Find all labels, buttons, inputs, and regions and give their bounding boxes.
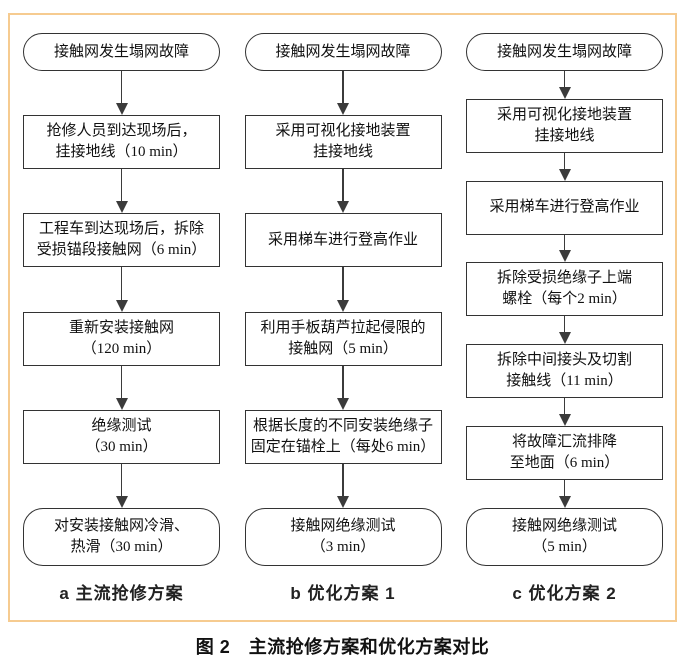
down-arrow-icon [466, 316, 663, 345]
node-text-line: 固定在锚栓上（每处6 min） [250, 438, 436, 455]
flow-step: 将故障汇流排降 至地面（6 min） [466, 426, 663, 481]
down-arrow-icon [23, 463, 220, 509]
down-arrow-icon [466, 480, 663, 508]
node-text-line: 接触网发生塌网故障 [275, 43, 411, 60]
flow-step: 抢修人员到达现场后， 挂接地线（10 min） [23, 115, 220, 170]
node-text-line: 热滑（30 min） [70, 539, 173, 556]
flow-step: 采用梯车进行登高作业 [244, 213, 442, 268]
node-text-line: 接触网发生塌网故障 [53, 43, 189, 60]
node-text-line: 拆除受损绝缘子上端 [496, 270, 632, 287]
node-text-line: （3 min） [310, 539, 376, 556]
column-a-label: a 主流抢修方案 [59, 584, 184, 603]
node-text-line: （120 min） [81, 340, 162, 357]
flow-step: 工程车到达现场后，拆除 受损锚段接触网（6 min） [23, 213, 220, 268]
down-arrow-icon [245, 169, 442, 214]
node-text-line: 接触网绝缘测试 [290, 518, 396, 535]
column-b-label: b 优化方案 1 [290, 584, 396, 603]
down-arrow-icon [23, 71, 220, 116]
down-arrow-icon [245, 267, 442, 312]
flowchart-column-b: 接触网发生塌网故障 采用可视化接地装置 挂接地线 采用梯车进行登高作业 利用手板… [244, 33, 442, 620]
node-text-line: 接触线（11 min） [506, 373, 623, 390]
node-text-line: 根据长度的不同安装绝缘子 [252, 417, 433, 434]
down-arrow-icon [245, 365, 442, 410]
node-text-line: 采用可视化接地装置 [275, 123, 411, 140]
down-arrow-icon [466, 152, 663, 181]
node-text-line: 接触网发生塌网故障 [496, 43, 632, 60]
flowchart-column-c: 接触网发生塌网故障 采用可视化接地装置 挂接地线 采用梯车进行登高作业 拆除受损… [466, 33, 663, 620]
down-arrow-icon [466, 398, 663, 427]
down-arrow-icon [466, 71, 663, 99]
down-arrow-icon [245, 71, 442, 116]
flow-step: 根据长度的不同安装绝缘子 固定在锚栓上（每处6 min） [244, 409, 442, 464]
flow-node-start: 接触网发生塌网故障 [466, 33, 663, 71]
node-text-line: 重新安装接触网 [68, 319, 174, 336]
flow-step: 利用手板葫芦拉起侵限的 接触网（5 min） [244, 311, 442, 366]
node-text-line: 受损锚段接触网（6 min） [36, 242, 207, 259]
node-text-line: （5 min） [532, 538, 597, 555]
node-text-line: 工程车到达现场后，拆除 [38, 221, 204, 238]
node-text-line: 挂接地线 [534, 127, 595, 144]
flowchart-b: 接触网发生塌网故障 采用可视化接地装置 挂接地线 采用梯车进行登高作业 利用手板… [244, 33, 442, 567]
node-text-line: 采用梯车进行登高作业 [267, 231, 418, 248]
flow-node-end: 对安装接触网冷滑、 热滑（30 min） [23, 508, 220, 567]
down-arrow-icon [466, 234, 663, 263]
flow-step: 重新安装接触网 （120 min） [23, 311, 220, 366]
node-text-line: 将故障汇流排降 [511, 434, 617, 451]
node-text-line: （30 min） [85, 438, 158, 455]
flowchart-c: 接触网发生塌网故障 采用可视化接地装置 挂接地线 采用梯车进行登高作业 拆除受损… [466, 33, 663, 566]
figure-frame: 接触网发生塌网故障 抢修人员到达现场后， 挂接地线（10 min） 工程车到达现… [8, 13, 677, 622]
flow-step: 采用可视化接地装置 挂接地线 [466, 98, 663, 153]
node-text-line: 采用梯车进行登高作业 [489, 199, 640, 216]
flow-step: 绝缘测试 （30 min） [23, 409, 220, 464]
down-arrow-icon [245, 463, 442, 509]
node-text-line: 抢修人员到达现场后， [46, 123, 197, 140]
node-text-line: 至地面（6 min） [509, 455, 620, 472]
node-text-line: 挂接地线（10 min） [55, 144, 188, 161]
node-text-line: 采用可视化接地装置 [496, 106, 632, 123]
down-arrow-icon [23, 267, 220, 312]
down-arrow-icon [23, 169, 220, 214]
down-arrow-icon [23, 365, 220, 410]
node-text-line: 接触网绝缘测试 [511, 517, 617, 534]
flow-node-start: 接触网发生塌网故障 [23, 33, 220, 71]
flow-node-start: 接触网发生塌网故障 [244, 33, 442, 71]
flow-step: 拆除受损绝缘子上端 螺栓（每个2 min） [466, 262, 663, 317]
figure-caption: 图 2 主流抢修方案和优化方案对比 [195, 637, 490, 657]
node-text-line: 挂接地线 [312, 144, 373, 161]
flow-step: 拆除中间接头及切割 接触线（11 min） [466, 344, 663, 399]
node-text-line: 螺栓（每个2 min） [502, 291, 627, 308]
flowchart-a: 接触网发生塌网故障 抢修人员到达现场后， 挂接地线（10 min） 工程车到达现… [23, 33, 220, 567]
column-c-label: c 优化方案 2 [512, 584, 617, 603]
flow-step: 采用可视化接地装置 挂接地线 [244, 115, 442, 170]
flowchart-column-a: 接触网发生塌网故障 抢修人员到达现场后， 挂接地线（10 min） 工程车到达现… [23, 33, 220, 620]
node-text-line: 利用手板葫芦拉起侵限的 [260, 319, 426, 336]
node-text-line: 对安装接触网冷滑、 [53, 518, 189, 535]
node-text-line: 接触网（5 min） [288, 340, 398, 357]
flow-node-end: 接触网绝缘测试 （5 min） [466, 507, 663, 566]
flow-node-end: 接触网绝缘测试 （3 min） [244, 508, 442, 567]
node-text-line: 绝缘测试 [91, 417, 152, 434]
flow-step: 采用梯车进行登高作业 [466, 180, 663, 235]
node-text-line: 拆除中间接头及切割 [496, 352, 632, 369]
